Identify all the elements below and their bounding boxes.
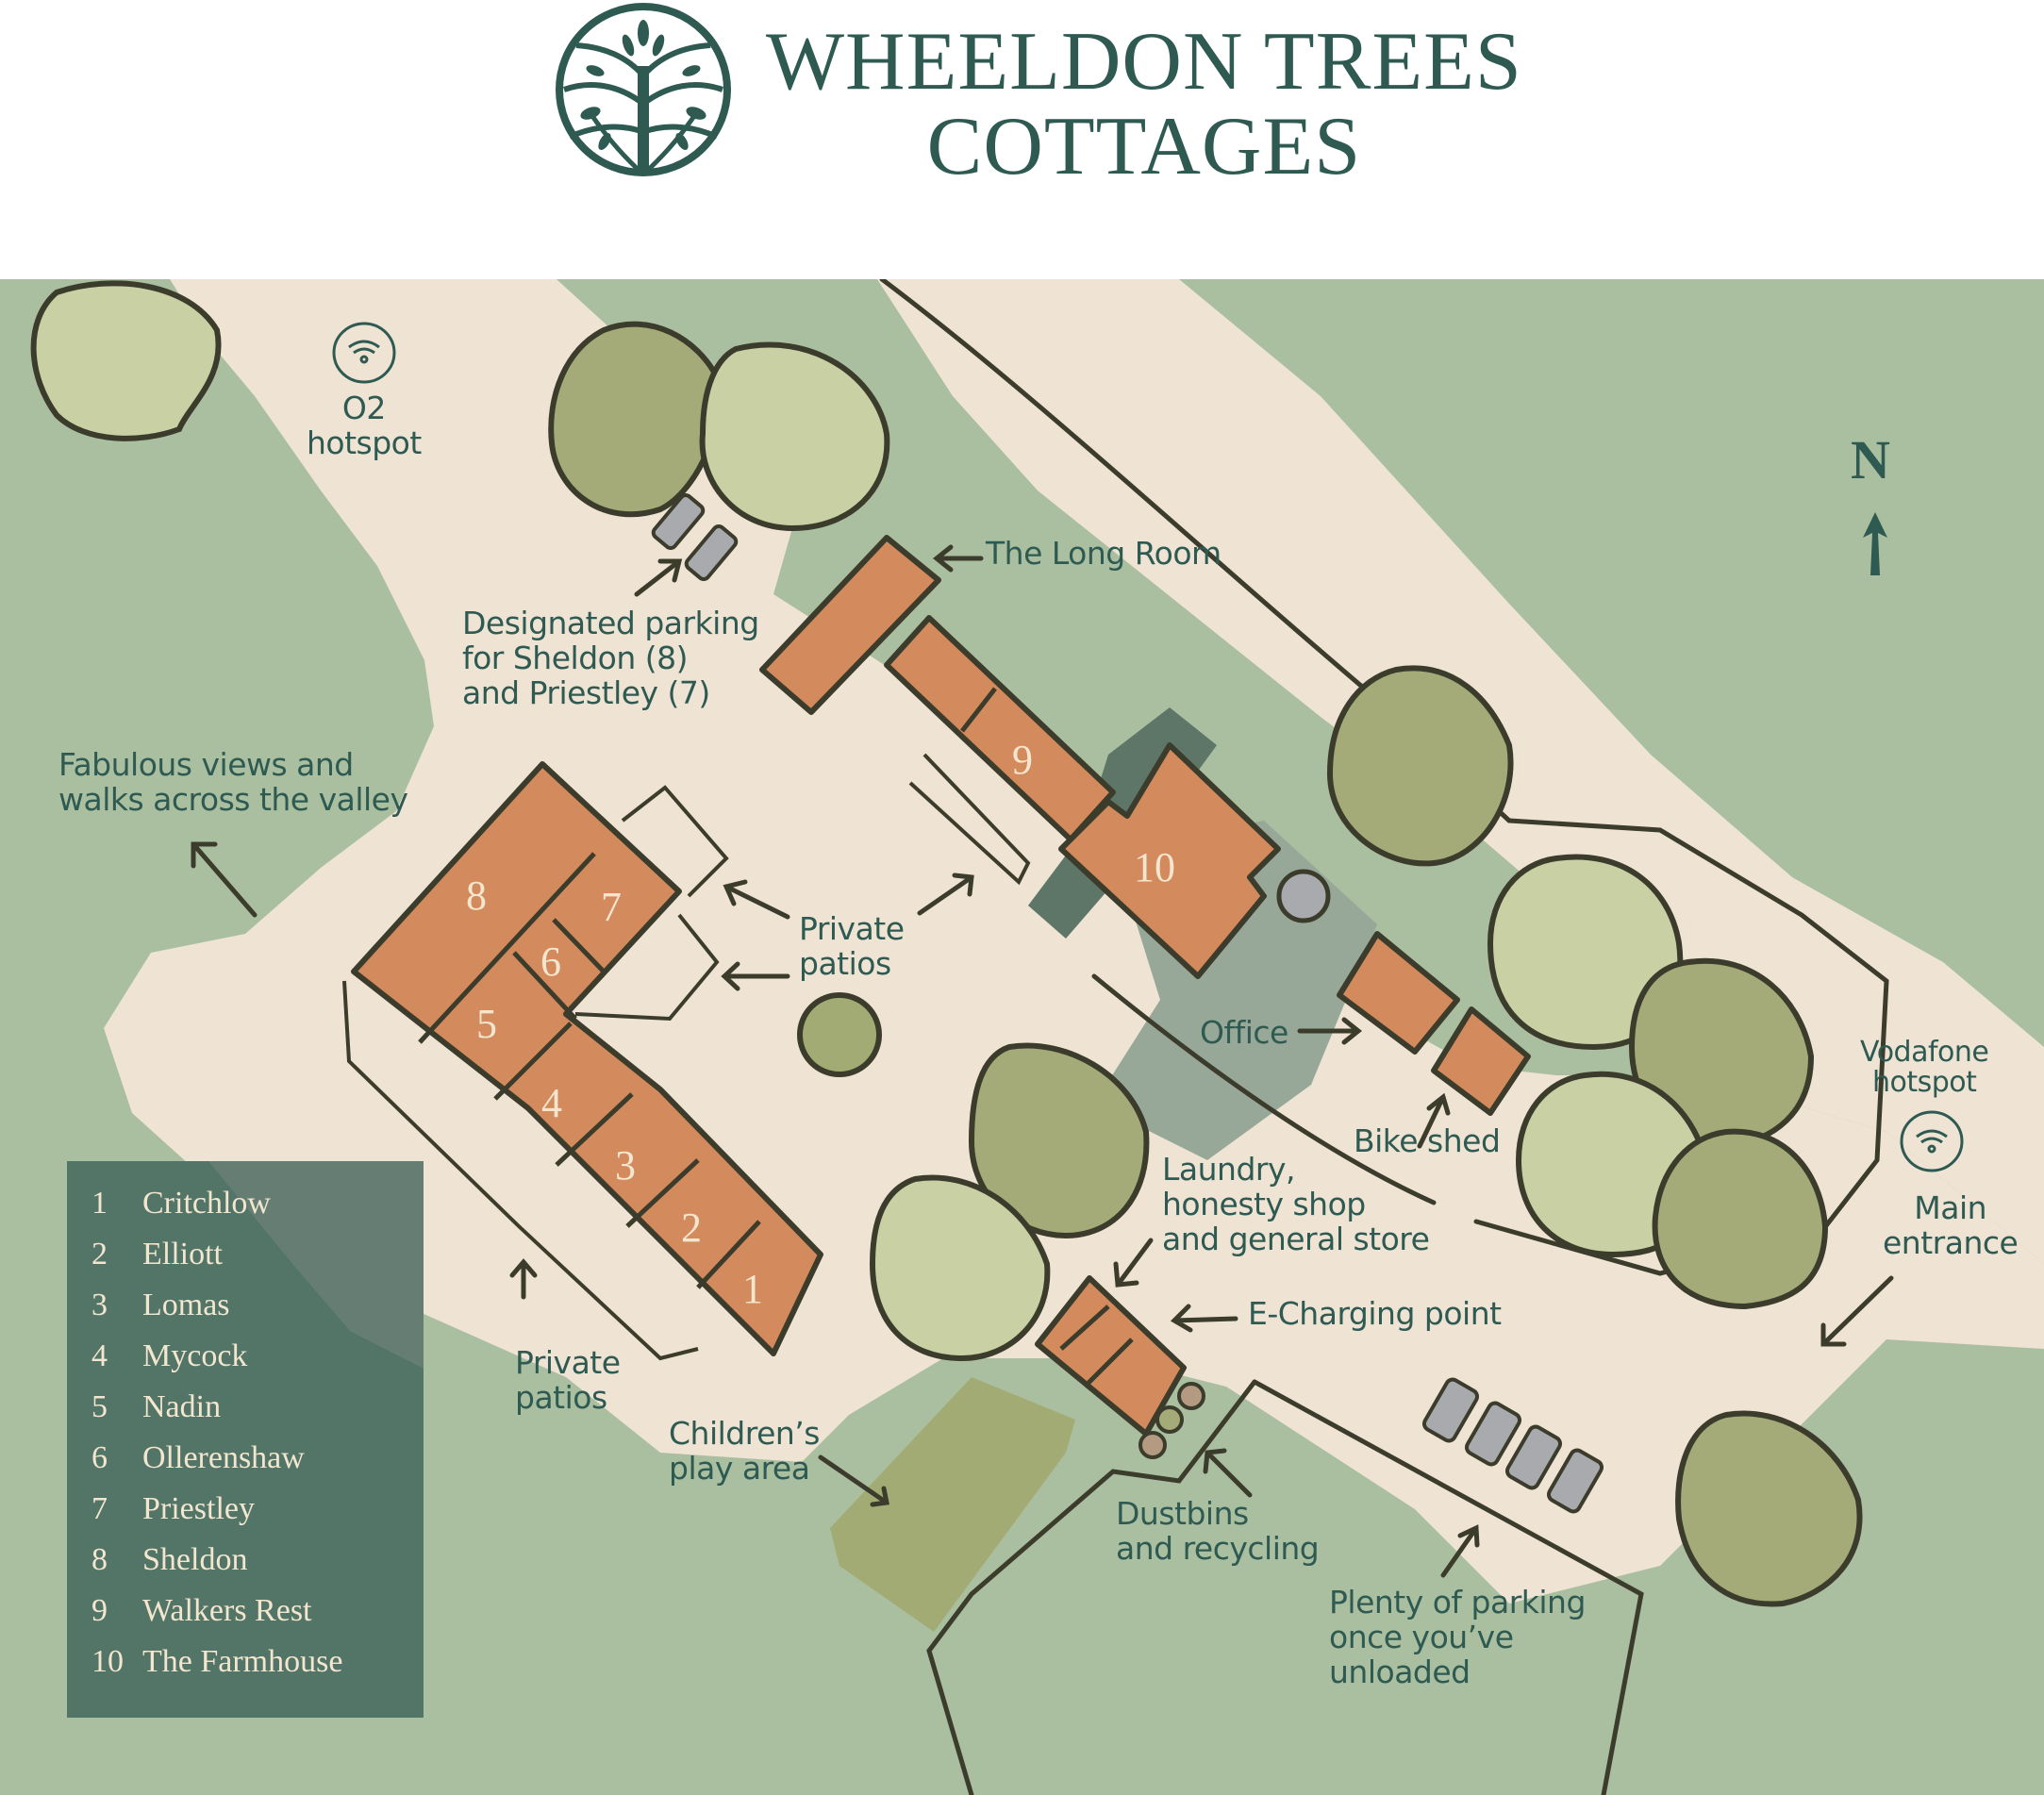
building-number-10: 10 (1134, 844, 1175, 890)
label-private-patios-bottom: Private patios (515, 1344, 621, 1416)
trees (30, 280, 1863, 1607)
title-line-1: WHEELDON TREES (766, 16, 1522, 108)
patio-outlines (342, 753, 1031, 1361)
terrace-1-8 (351, 761, 823, 1356)
wifi-icons (332, 322, 1964, 1172)
building-10 (1058, 742, 1281, 979)
site-title: WHEELDON TREES COTTAGES (766, 21, 1522, 189)
building-number-9: 9 (1012, 737, 1033, 783)
label-long-room: The Long Room (986, 535, 1221, 572)
building-number-4: 4 (541, 1080, 562, 1126)
building-number-2: 2 (681, 1205, 702, 1251)
well (1276, 869, 1331, 923)
north-label: N (1851, 429, 1890, 490)
label-fabulous-views: Fabulous views and walks across the vall… (58, 746, 408, 818)
building-number-1: 1 (742, 1266, 763, 1312)
building-number-8: 8 (466, 873, 487, 919)
label-vodafone-hotspot: Vodafone hotspot (1860, 1036, 1989, 1099)
north-arrow-icon (1863, 512, 1887, 575)
title-line-2: COTTAGES (926, 101, 1362, 192)
car-park-boundary (1252, 1379, 1644, 1795)
childrens-play-area (830, 1377, 1075, 1632)
road-edge-north (879, 279, 1512, 823)
pond (797, 992, 882, 1077)
building-number-6: 6 (540, 939, 561, 985)
label-main-entrance: Main entrance (1883, 1189, 2019, 1261)
label-private-patios-top: Private patios (799, 910, 905, 982)
office (1337, 931, 1460, 1055)
site-map: 8 7 6 5 4 3 2 1 9 10 N O2 hotspot The Lo… (0, 279, 2044, 1795)
bike-shed (1431, 1006, 1531, 1116)
building-number-5: 5 (476, 1001, 497, 1047)
header: WHEELDON TREES COTTAGES (0, 0, 2044, 279)
pointer-arrows (191, 544, 1894, 1578)
label-e-charging: E-Charging point (1248, 1295, 1502, 1332)
building-number-3: 3 (615, 1142, 636, 1188)
label-office: Office (1200, 1014, 1288, 1051)
long-room (759, 535, 941, 715)
label-dustbins: Dustbins and recycling (1116, 1495, 1320, 1567)
label-childrens-play-area: Children’s play area (669, 1415, 820, 1487)
label-parking: Plenty of parking once you’ve unloaded (1329, 1584, 1586, 1690)
building-number-7: 7 (601, 884, 622, 930)
buildings (351, 535, 1531, 1437)
label-o2-hotspot: O2 hotspot (307, 390, 422, 461)
parking-bays (651, 493, 1604, 1514)
road-edge-mid (1091, 973, 1437, 1205)
label-laundry: Laundry, honesty shop and general store (1162, 1151, 1430, 1257)
label-designated-parking: Designated parking for Sheldon (8) and P… (462, 605, 759, 711)
tree-logo-icon (556, 3, 731, 176)
label-bike-shed: Bike shed (1354, 1122, 1501, 1159)
legend-shade (208, 1161, 424, 1369)
